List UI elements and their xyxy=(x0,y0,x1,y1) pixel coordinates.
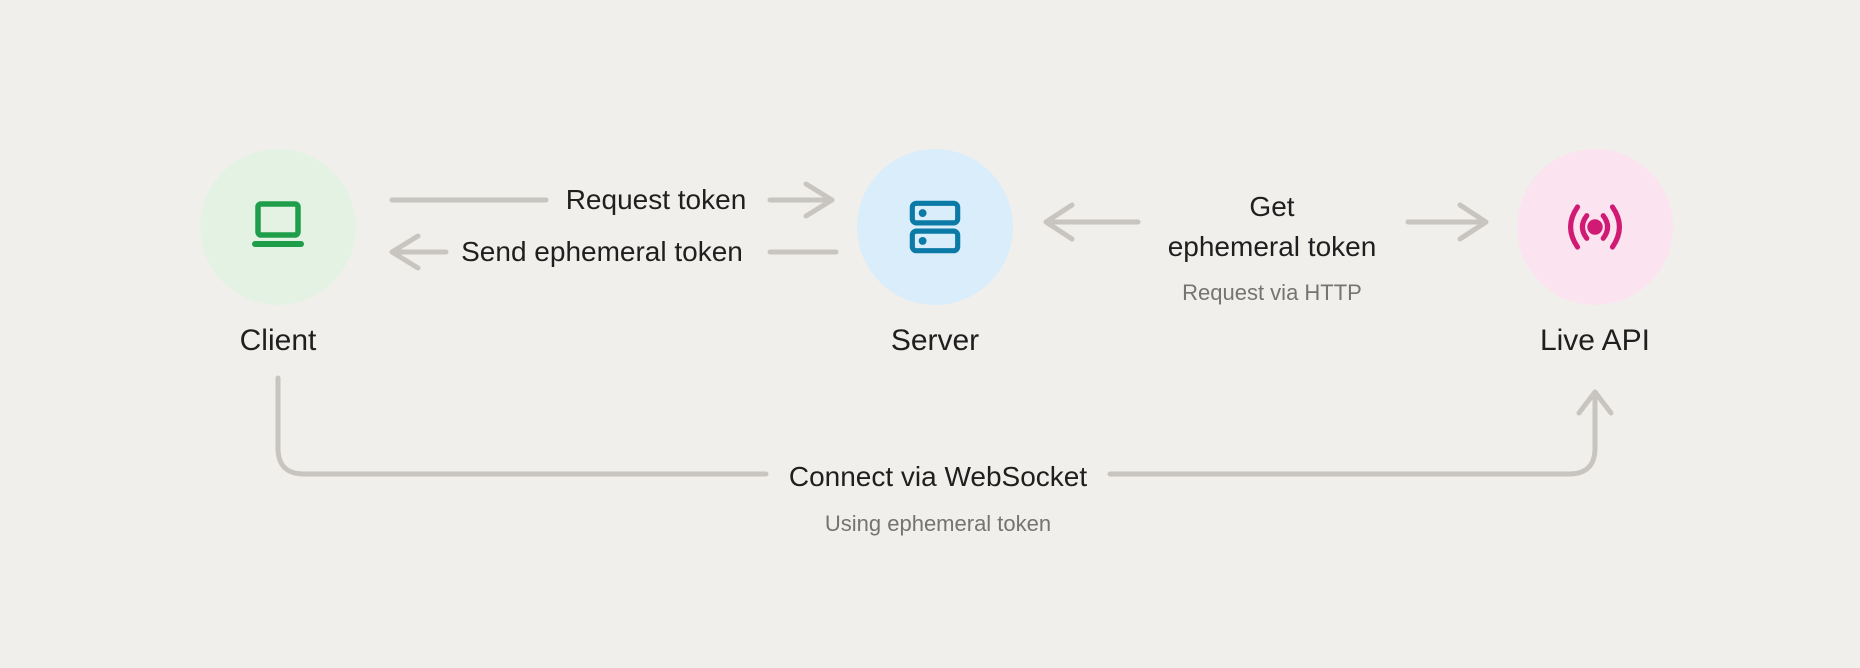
connect-websocket-label: Connect via WebSocket xyxy=(788,461,1088,492)
get-ephemeral-token-label: Get ephemeral token xyxy=(1167,191,1377,262)
request-token-arrowhead xyxy=(803,181,835,219)
client-node: Client xyxy=(200,149,356,360)
request-token-label: Request token xyxy=(565,184,747,215)
send-ephemeral-token-label: Send ephemeral token xyxy=(461,236,743,267)
server-node-label: Server xyxy=(890,324,980,357)
request-via-http-sublabel: Request via HTTP xyxy=(1182,280,1362,305)
live-api-node: Live API xyxy=(1517,149,1673,360)
using-ephemeral-token-sublabel: Using ephemeral token xyxy=(824,511,1052,536)
server-stack-icon xyxy=(909,200,961,254)
websocket-path-left xyxy=(275,375,769,477)
get-token-right-arrowhead xyxy=(1457,202,1489,242)
client-node-label: Client xyxy=(239,324,317,357)
laptop-icon xyxy=(252,201,304,247)
websocket-arrowhead xyxy=(1576,389,1614,416)
websocket-path-right xyxy=(1107,395,1598,477)
server-circle xyxy=(857,149,1013,305)
live-api-circle xyxy=(1517,149,1673,305)
get-token-left-arrowhead xyxy=(1043,202,1075,242)
live-broadcast-icon xyxy=(1568,204,1622,250)
server-node: Server xyxy=(857,149,1013,360)
client-circle xyxy=(200,149,356,305)
send-token-arrowhead xyxy=(389,233,421,271)
live-api-node-label: Live API xyxy=(1539,324,1651,357)
